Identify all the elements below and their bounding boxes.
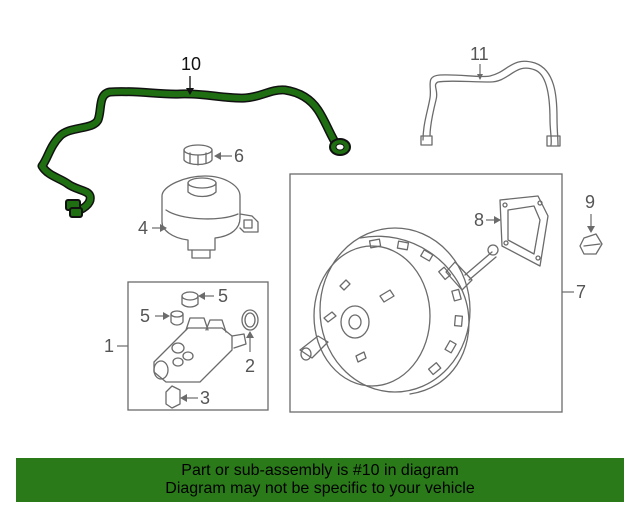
callout-5-lower[interactable]: 5 [140,306,150,326]
leader-4-arrow [160,224,167,232]
leader-8-arrow [494,216,501,224]
callout-6[interactable]: 6 [234,146,244,166]
leader-5a-arrow [198,292,205,300]
part-2-o-ring[interactable] [241,309,259,331]
leader-10-arrow [186,88,194,95]
callout-11[interactable]: 11 [470,44,489,64]
part-6-reservoir-cap[interactable] [183,144,213,166]
part-9-nut[interactable] [579,233,603,255]
part-5-lower-grommet[interactable] [170,310,184,326]
leader-6-arrow [214,152,221,160]
banner-line-1: Part or sub-assembly is #10 in diagram [181,462,459,479]
info-banner: Part or sub-assembly is #10 in diagram D… [16,458,624,502]
part-10-vacuum-hose[interactable] [37,85,351,218]
part-5-upper-grommet[interactable] [181,291,199,308]
callout-9[interactable]: 9 [585,192,595,212]
part-1-master-cylinder[interactable] [153,317,247,383]
callout-8[interactable]: 8 [474,210,484,230]
leader-5b-arrow [163,312,170,320]
part-7-brake-booster[interactable] [299,227,499,395]
callout-3[interactable]: 3 [200,388,210,408]
leader-9-arrow [587,226,595,233]
box-7-brake-booster [289,173,563,413]
callout-5-upper[interactable]: 5 [218,286,228,306]
leader-11-arrow [477,74,483,80]
leader-3-arrow [180,394,187,402]
part-3-plug[interactable] [165,385,181,409]
part-4-reservoir[interactable] [161,175,259,259]
leader-2-arrow [246,331,254,338]
part-8-gasket[interactable] [499,195,549,267]
callout-1[interactable]: 1 [104,336,114,356]
part-11-hose[interactable] [420,60,561,147]
callout-7[interactable]: 7 [576,282,586,302]
callout-4[interactable]: 4 [138,218,148,238]
callout-2[interactable]: 2 [245,356,255,376]
callout-10[interactable]: 10 [181,54,201,74]
banner-line-2: Diagram may not be specific to your vehi… [165,480,475,497]
